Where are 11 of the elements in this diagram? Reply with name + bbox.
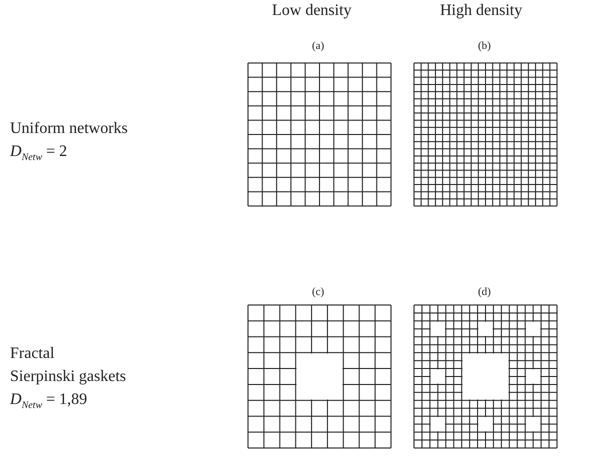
column-heading: High density [440, 2, 522, 20]
formula: D$_{Netw}$ = 2 [10, 143, 68, 164]
panel-label: (b) [478, 40, 491, 52]
panel-label: (c) [312, 286, 324, 298]
column-heading: Low density [272, 2, 352, 20]
formula: D$_{Netw}$ = 1,89 [10, 391, 88, 412]
row-heading: Sierpinski gaskets [10, 368, 126, 386]
row-heading: Uniform networks [10, 120, 128, 138]
panel-label: (d) [478, 286, 491, 298]
panel-label: (a) [312, 40, 324, 52]
row-heading: Fractal [10, 345, 54, 363]
